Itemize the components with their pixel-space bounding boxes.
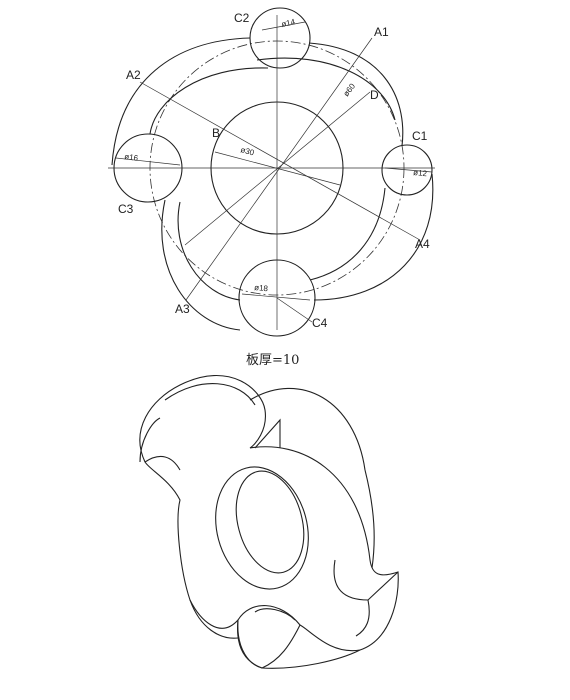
dim-d18: ø18 bbox=[254, 283, 269, 293]
label-b: B bbox=[212, 126, 220, 140]
outer-arc-a2-inner bbox=[149, 67, 269, 135]
leader-a2 bbox=[139, 81, 421, 241]
dim-d16: ø16 bbox=[124, 152, 139, 163]
iso-top-back bbox=[164, 383, 256, 406]
label-a3: A3 bbox=[175, 302, 190, 316]
dim-d12: ø12 bbox=[413, 168, 428, 178]
outer-arc-a1 bbox=[308, 42, 404, 147]
label-c1: C1 bbox=[412, 129, 428, 143]
leader-c4 bbox=[276, 297, 313, 323]
label-a2: A2 bbox=[126, 68, 141, 82]
iso-top-edge-right bbox=[249, 387, 366, 471]
outer-arc-a1-inner bbox=[256, 57, 396, 121]
dim-d16-line bbox=[115, 157, 181, 166]
iso-notch-left-top bbox=[139, 417, 161, 463]
iso-outer-front bbox=[139, 374, 399, 669]
label-c2: C2 bbox=[234, 11, 250, 25]
iso-hole-back bbox=[235, 470, 305, 574]
label-a1: A1 bbox=[374, 25, 389, 39]
dim-d30: ø30 bbox=[239, 145, 255, 157]
label-a4: A4 bbox=[415, 237, 430, 251]
outer-arc-a3 bbox=[161, 199, 241, 331]
iso-notch-right-inner bbox=[355, 599, 370, 637]
outer-arc-a4-inner bbox=[309, 187, 386, 281]
dim-d14-line bbox=[261, 21, 306, 31]
dim-d60: ø60 bbox=[341, 81, 357, 98]
outer-arc-a4 bbox=[313, 173, 434, 301]
dim-d18-line bbox=[241, 293, 311, 301]
outer-arc-a2 bbox=[111, 37, 251, 166]
circle-c1 bbox=[381, 144, 433, 196]
label-c3: C3 bbox=[118, 202, 134, 216]
iso-right-outer bbox=[364, 469, 375, 569]
iso-notch-left-front bbox=[144, 455, 181, 471]
label-c4: C4 bbox=[312, 316, 328, 330]
iso-hole-front bbox=[215, 466, 309, 590]
dim-d12-line bbox=[384, 167, 433, 173]
outer-arc-a3-inner bbox=[177, 201, 241, 301]
dim-d14: ø14 bbox=[281, 17, 297, 29]
dim-d30-line bbox=[214, 151, 341, 186]
iso-top-cut bbox=[254, 418, 281, 449]
caption-thickness: 板厚=10 bbox=[246, 353, 299, 368]
isometric-view bbox=[139, 374, 399, 669]
label-d: D bbox=[370, 88, 379, 102]
iso-bottom-notch-inner bbox=[254, 608, 296, 621]
iso-bottom-edge bbox=[261, 649, 361, 669]
plan-view: A1 A2 A3 A4 B C1 C2 C3 C4 D ø14 ø60 ø30 … bbox=[108, 7, 435, 337]
iso-notch-right bbox=[333, 559, 399, 601]
iso-left-lower bbox=[189, 599, 239, 639]
